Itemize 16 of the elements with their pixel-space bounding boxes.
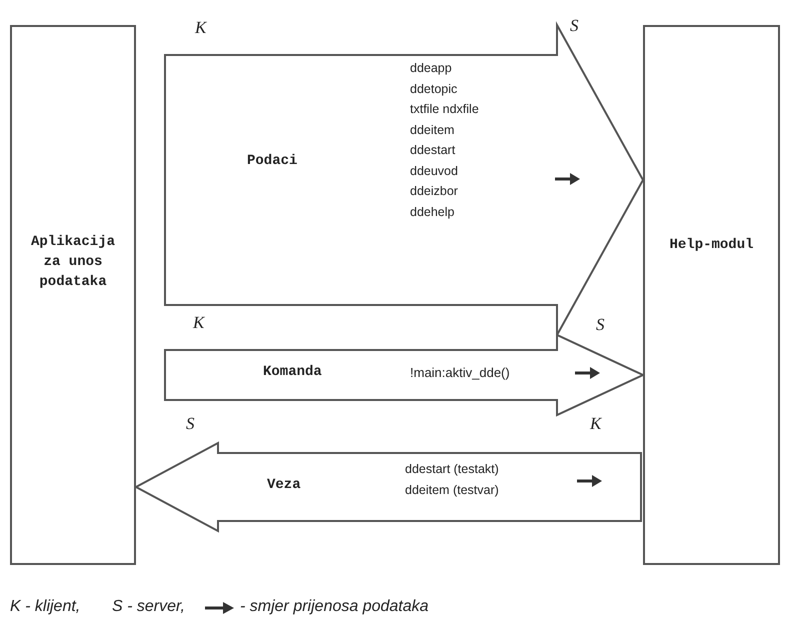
- key-text: K - klijent,: [10, 598, 80, 616]
- command-text: ddestart (testakt) ddeitem (testvar): [405, 461, 500, 499]
- role-letter: K: [193, 313, 204, 333]
- module-box: [10, 25, 136, 565]
- role-letter: K: [590, 414, 602, 434]
- role-letter: S: [596, 315, 604, 335]
- block-arrow: [134, 441, 642, 533]
- role-letter: S: [570, 16, 578, 36]
- key-text: S - server,: [112, 598, 185, 616]
- legend-text: - smjer prijenosa podataka: [240, 598, 429, 616]
- role-letter: S: [186, 414, 194, 434]
- module-box: [643, 25, 780, 565]
- block-arrow: [164, 333, 646, 417]
- command-text: ddeapp ddetopic txtfile ndxfile ddeitem ddestart ddeuvod ddeizbor ddehelp: [410, 60, 480, 221]
- role-letter: K: [195, 18, 206, 38]
- command-text: !main:aktiv_dde(): [410, 365, 510, 380]
